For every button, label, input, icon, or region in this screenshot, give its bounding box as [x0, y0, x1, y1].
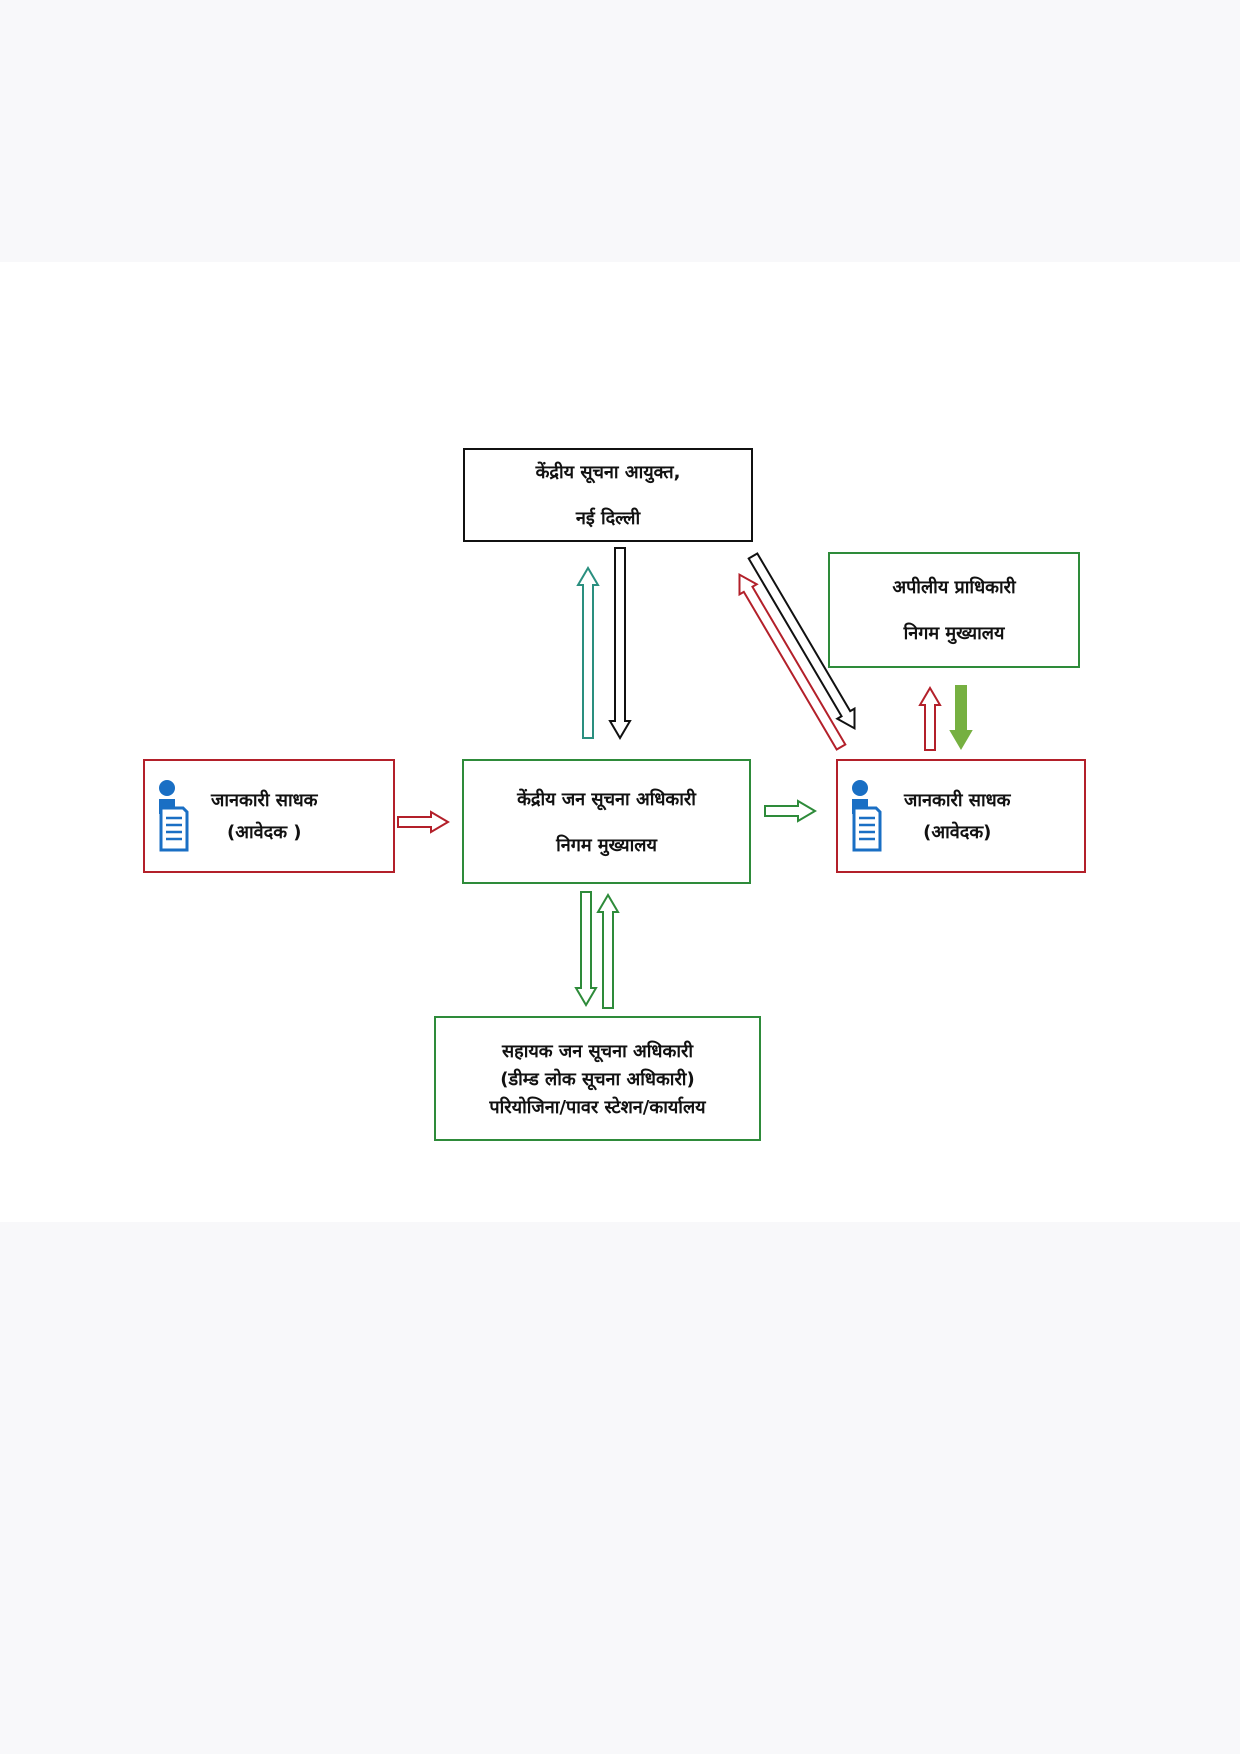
- arrow-cic-to-cpio: [608, 547, 632, 740]
- scan-band-bottom: [0, 1222, 1240, 1754]
- arrow-applicant-to-appellate: [918, 686, 942, 751]
- arrow-cpio-to-cic: [576, 566, 600, 739]
- node-line: केंद्रीय जन सूचना अधिकारी: [517, 788, 696, 810]
- node-line: जानकारी साधक: [211, 790, 318, 811]
- node-line: परियोजिना/पावर स्टेशन/कार्यालय: [489, 1096, 706, 1118]
- node-line: निगम मुख्यालय: [903, 623, 1005, 644]
- arrow-cic-to-applicant: [747, 552, 856, 731]
- person-document-icon: [159, 780, 189, 852]
- node-line: निगम मुख्यालय: [556, 834, 657, 856]
- node-appellate-authority: अपीलीय प्राधिकारी निगम मुख्यालय: [828, 552, 1080, 668]
- node-line: अपीलीय प्राधिकारी: [892, 577, 1016, 598]
- arrow-cpio-to-apio: [574, 891, 598, 1007]
- node-line: (आवेदक): [923, 822, 992, 843]
- arrow-applicant-to-cic: [738, 572, 847, 751]
- node-line: केंद्रीय सूचना आयुक्त,: [535, 462, 681, 483]
- scan-band-top: [0, 0, 1240, 262]
- arrow-apio-to-cpio: [596, 893, 620, 1009]
- node-cpio: केंद्रीय जन सूचना अधिकारी निगम मुख्यालय: [462, 759, 751, 884]
- arrow-appellate-to-applicant: [949, 685, 973, 750]
- node-central-information-commission: केंद्रीय सूचना आयुक्त, नई दिल्ली: [463, 448, 753, 542]
- node-applicant-left: जानकारी साधक (आवेदक ): [143, 759, 395, 873]
- node-line: (आवेदक ): [227, 822, 302, 843]
- node-line: सहायक जन सूचना अधिकारी: [501, 1040, 694, 1062]
- arrow-applicant-to-cpio: [397, 810, 450, 834]
- node-line: नई दिल्ली: [575, 508, 641, 529]
- node-applicant-right: जानकारी साधक (आवेदक): [836, 759, 1086, 873]
- node-line: (डीम्ड लोक सूचना अधिकारी): [500, 1068, 695, 1090]
- arrow-cpio-to-applicant: [764, 799, 817, 823]
- node-apio: सहायक जन सूचना अधिकारी (डीम्ड लोक सूचना …: [434, 1016, 761, 1141]
- person-document-icon: [852, 780, 882, 852]
- node-line: जानकारी साधक: [904, 790, 1011, 811]
